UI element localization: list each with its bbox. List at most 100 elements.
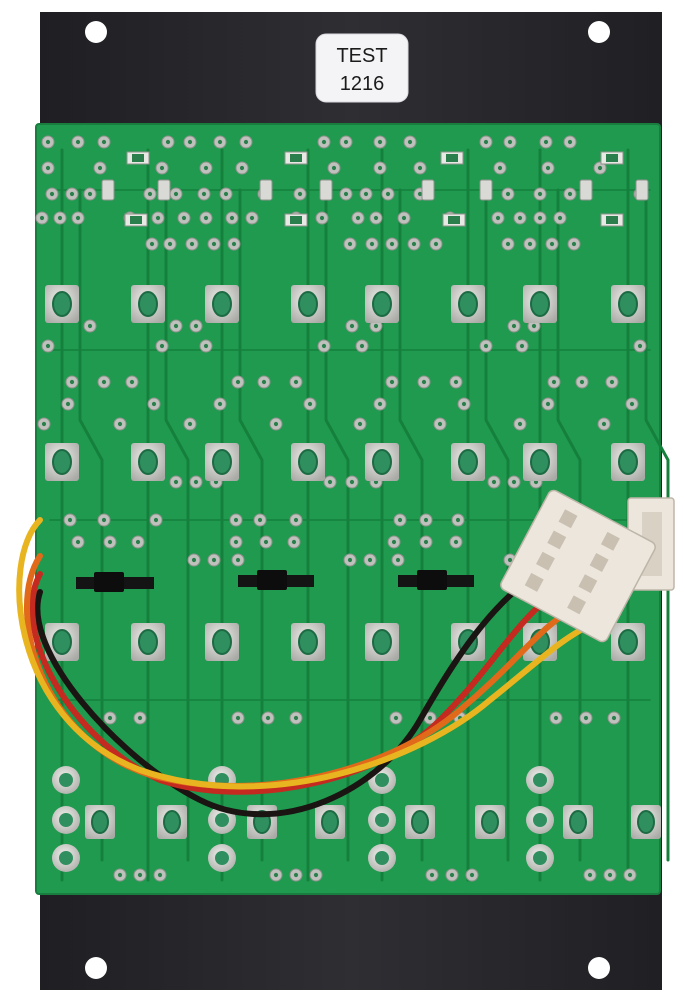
smd-body [130,216,142,224]
pad-hole [571,241,577,247]
pad-hole [453,379,459,385]
pad-hole [41,421,47,427]
pad-hole [389,379,395,385]
pad-hole [491,479,497,485]
pad-hole [389,241,395,247]
rect-pad [101,179,115,201]
jumper-header-2 [238,570,314,590]
pad-hole [359,343,365,349]
smd-body [606,216,618,224]
pad-hole [609,379,615,385]
jack-hole [298,291,318,317]
pad-hole [65,401,71,407]
jack-hole [298,449,318,475]
wire-yellow [16,517,593,790]
jack-hole [372,629,392,655]
jack-hole [481,810,499,834]
pad-hole [203,343,209,349]
pot-hole [59,851,73,865]
pad-hole [173,479,179,485]
cable-connector [500,489,656,643]
jack-hole [298,629,318,655]
pad-hole [157,872,163,878]
jack-hole [530,291,550,317]
pad-hole [567,191,573,197]
pad-hole [391,539,397,545]
pad-hole [117,421,123,427]
jack-hole [618,291,638,317]
jack-hole [138,449,158,475]
smd-body [290,154,302,162]
pad-hole [87,323,93,329]
pad-hole [583,715,589,721]
rect-pad [579,179,593,201]
pad-hole [601,421,607,427]
sticker-line-2: 1216 [340,73,385,95]
pad-hole [137,715,143,721]
pad-hole [159,165,165,171]
rect-pad [421,179,435,201]
mounting-hole-top-right [588,21,610,43]
pad-hole [239,165,245,171]
pad-hole [235,557,241,563]
pad-hole [455,517,461,523]
pad-hole [75,539,81,545]
pad-hole [377,139,383,145]
pad-hole [101,379,107,385]
trace [398,188,424,862]
smd-body [132,154,144,162]
pad-hole [437,421,443,427]
pad-hole [217,139,223,145]
pad-hole [321,343,327,349]
pad-hole [135,539,141,545]
trace [644,188,670,862]
pad-hole [343,139,349,145]
pad-hole [273,421,279,427]
pad-hole [57,215,63,221]
jack-hole [372,449,392,475]
pad-hole [369,241,375,247]
pot-hole [533,813,547,827]
wire-red [29,571,573,795]
pad-hole [151,401,157,407]
smd-body [290,216,302,224]
pad-hole [203,215,209,221]
pad-hole [107,539,113,545]
pad-hole [545,401,551,407]
pad-hole [191,557,197,563]
pad-hole [517,215,523,221]
pad-hole [211,557,217,563]
pad-hole [355,215,361,221]
pad-hole [211,241,217,247]
pad-hole [377,401,383,407]
jack-hole [212,629,232,655]
pad-hole [75,215,81,221]
jack-hole [321,810,339,834]
pad-hole [385,191,391,197]
copper-traces [49,148,670,882]
pad-hole [223,191,229,197]
pad-hole [517,421,523,427]
smd-body [606,154,618,162]
pad-hole [67,517,73,523]
solder-pads [35,135,649,882]
sticker-line-1: TEST [336,45,387,67]
pad-hole [507,139,513,145]
pad-hole [293,872,299,878]
pad-hole [421,379,427,385]
pad-hole [587,872,593,878]
pad-hole [69,191,75,197]
pad-hole [347,241,353,247]
jack-hole [458,449,478,475]
pad-hole [265,715,271,721]
pad-hole [453,539,459,545]
pad-hole [167,241,173,247]
pad-hole [307,401,313,407]
pad-hole [273,872,279,878]
mounting-hole-top-left [85,21,107,43]
jack-hole [52,629,72,655]
pad-hole [497,165,503,171]
jack-hole [163,810,181,834]
pad-hole [45,139,51,145]
pad-hole [193,479,199,485]
